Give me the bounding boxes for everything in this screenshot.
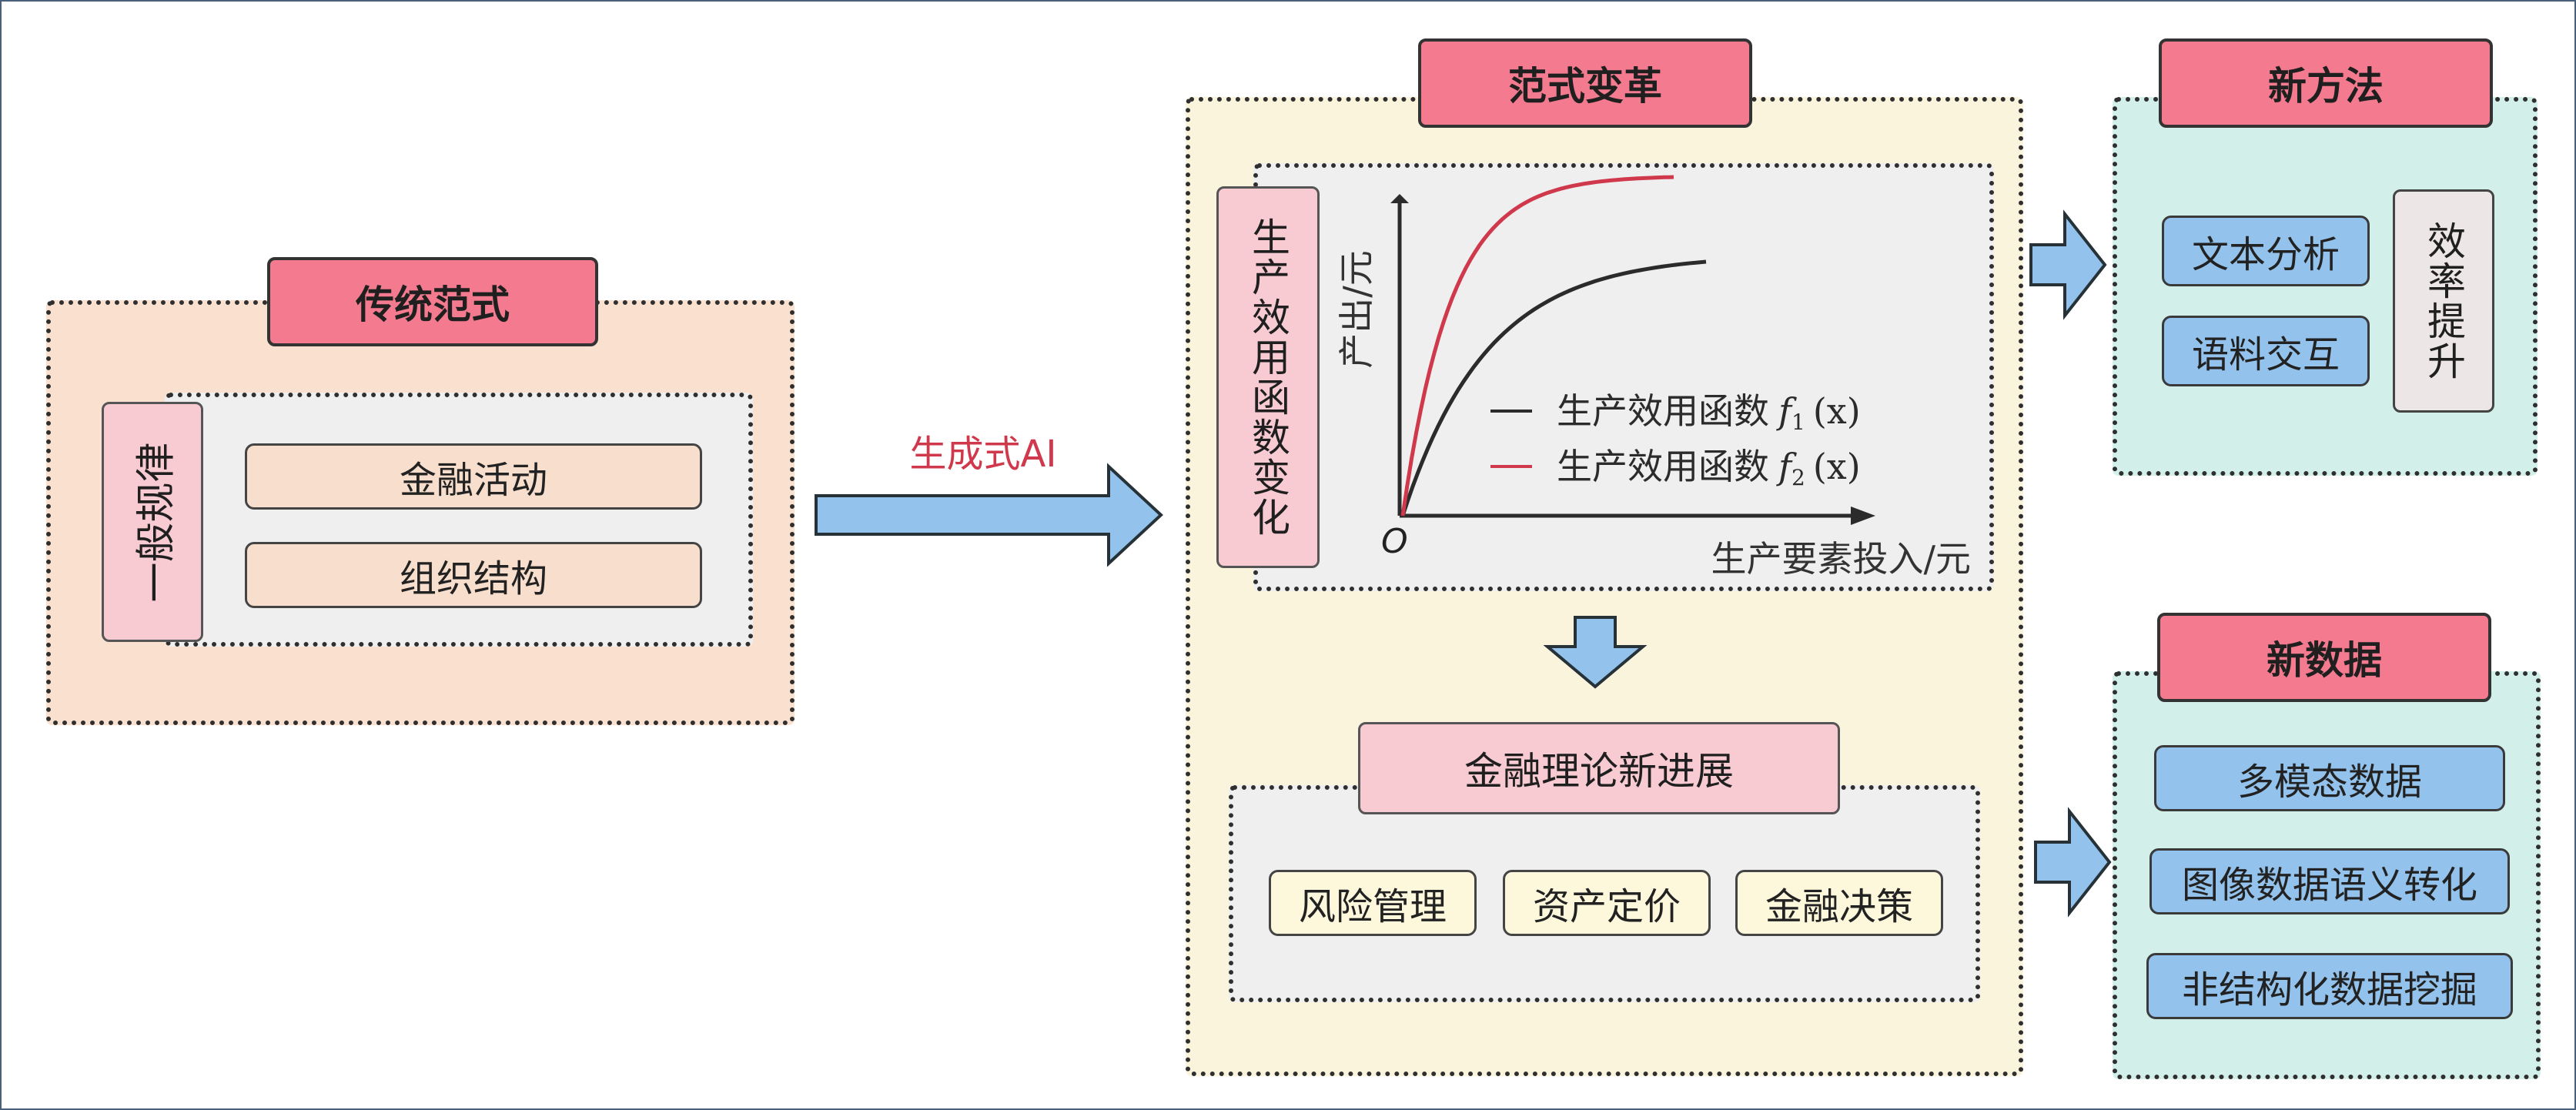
traditional-side-label: 一般规律: [102, 402, 203, 642]
new-method-item-text-analysis: 文本分析: [2162, 216, 2370, 286]
new-method-title: 新方法: [2159, 38, 2493, 128]
new-method-item-corpus-interaction: 语料交互: [2162, 316, 2370, 386]
new-data-item-multimodal: 多模态数据: [2154, 745, 2505, 811]
arrow-to-new-data-icon: [2034, 807, 2112, 918]
new-data-item-unstructured: 非结构化数据挖掘: [2146, 953, 2513, 1019]
traditional-item-finance: 金融活动: [245, 443, 702, 510]
new-data-title: 新数据: [2157, 613, 2491, 702]
paradigm-side-label: 生产效用函数变化: [1216, 186, 1320, 568]
paradigm-title: 范式变革: [1418, 38, 1752, 128]
generative-ai-label: 生成式AI: [909, 433, 1057, 476]
traditional-item-organization: 组织结构: [245, 542, 702, 608]
main-arrow-icon: [815, 463, 1163, 567]
down-arrow-icon: [1543, 616, 1648, 689]
traditional-title: 传统范式: [267, 257, 598, 346]
theory-title: 金融理论新进展: [1358, 722, 1840, 814]
chart-panel: [1253, 163, 1994, 591]
y-axis-arrow-icon: [1390, 194, 1409, 203]
new-method-efficiency-label: 效率提升: [2393, 189, 2494, 413]
curve-f1: [1400, 259, 1707, 517]
x-axis-arrow-icon: [1851, 507, 1875, 525]
x-axis-label: 生产要素投入/元: [1711, 538, 1972, 580]
y-axis-label: 产出/元: [1336, 250, 1377, 369]
theory-item-asset-pricing: 资产定价: [1503, 870, 1711, 936]
new-data-item-image-semantic: 图像数据语义转化: [2149, 848, 2510, 914]
traditional-inner-panel: [165, 393, 753, 647]
curve-f2: [1400, 175, 1674, 517]
arrow-to-new-method-icon: [2029, 209, 2107, 320]
theory-item-decision: 金融决策: [1735, 870, 1943, 936]
theory-item-risk: 风险管理: [1269, 870, 1477, 936]
origin-label: O: [1381, 522, 1408, 561]
